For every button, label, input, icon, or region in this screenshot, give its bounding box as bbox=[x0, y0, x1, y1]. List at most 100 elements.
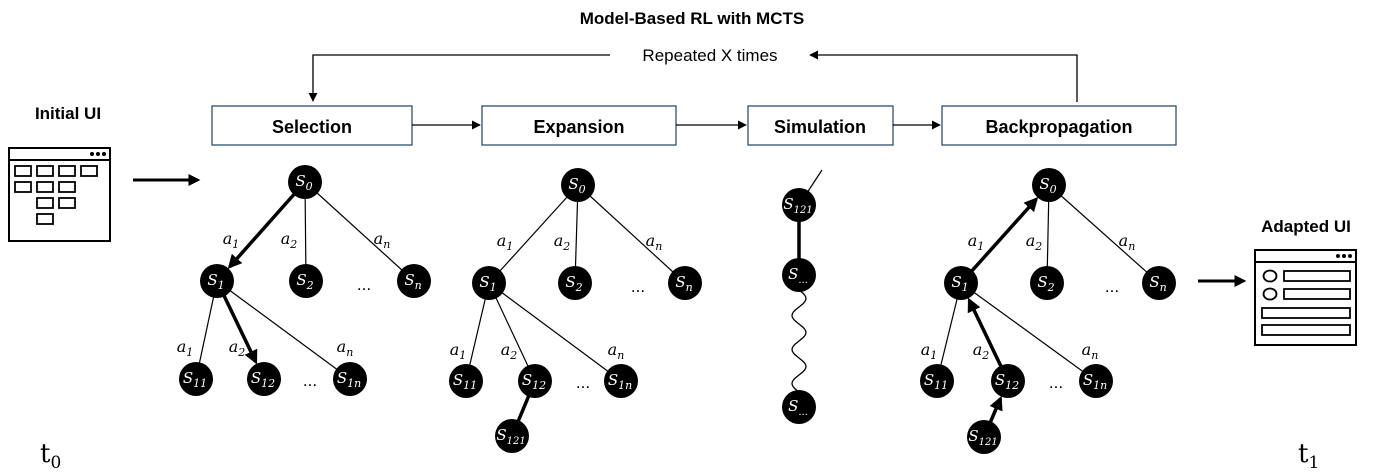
node-s2 bbox=[1030, 266, 1064, 300]
node-sdots bbox=[782, 390, 816, 424]
node-label-s12: S12 bbox=[522, 371, 546, 392]
action-label-an: an bbox=[608, 340, 625, 362]
node-label-s1n: S1n bbox=[608, 371, 632, 392]
initial-ui-label: Initial UI bbox=[35, 104, 101, 123]
node-label-s121: S121 bbox=[496, 426, 525, 447]
ellipsis: ... bbox=[357, 275, 371, 294]
node-s121 bbox=[967, 420, 1001, 454]
node-label-s1: S1 bbox=[207, 271, 224, 292]
node-s0 bbox=[1032, 168, 1066, 202]
rollout-path bbox=[791, 289, 807, 393]
node-label-s0: S0 bbox=[1039, 175, 1056, 196]
tree-edge bbox=[227, 180, 307, 269]
node-s12 bbox=[518, 364, 552, 398]
tree-edge bbox=[1048, 184, 1160, 284]
node-label-s2: S2 bbox=[1037, 273, 1054, 294]
node-label-s0: S0 bbox=[568, 175, 585, 196]
node-label-s11: S11 bbox=[924, 371, 948, 392]
node-s121 bbox=[782, 188, 816, 222]
action-label-a2: a2 bbox=[1026, 231, 1043, 253]
tree-edge bbox=[959, 197, 1039, 285]
node-sn bbox=[397, 264, 431, 298]
node-sn bbox=[1142, 266, 1176, 300]
action-label-a1: a1 bbox=[177, 337, 194, 359]
backpropagation-label: Backpropagation bbox=[985, 117, 1132, 137]
node-label-sn: Sn bbox=[404, 271, 421, 292]
action-label-a1: a1 bbox=[450, 340, 467, 362]
action-label-an: an bbox=[1082, 340, 1099, 362]
node-label-s11: S11 bbox=[453, 371, 477, 392]
node-label-s12: S12 bbox=[251, 369, 275, 390]
node-s2 bbox=[289, 264, 323, 298]
tree-edge bbox=[488, 282, 536, 382]
repeat-loop: Repeated X times bbox=[308, 46, 1078, 102]
node-s1 bbox=[472, 266, 506, 300]
node-label-s11: S11 bbox=[183, 369, 207, 390]
action-label-an: an bbox=[337, 337, 354, 359]
action-label-a2: a2 bbox=[554, 231, 571, 253]
expansion-box bbox=[481, 105, 677, 146]
ellipsis: ... bbox=[576, 373, 590, 392]
selection-box bbox=[211, 105, 413, 146]
node-s1n bbox=[1079, 364, 1113, 398]
node-label-s121: S121 bbox=[783, 195, 812, 216]
node-sdots bbox=[782, 258, 816, 292]
adapted-ui-label: Adapted UI bbox=[1261, 217, 1351, 236]
tree-edge bbox=[488, 184, 579, 284]
action-label-a2: a2 bbox=[973, 340, 990, 362]
phase-boxes: Selection Expansion Simulation Backpropa… bbox=[211, 105, 1177, 146]
action-label-an: an bbox=[374, 229, 391, 251]
node-label-s1n: S1n bbox=[337, 369, 361, 390]
node-label-s0: S0 bbox=[295, 172, 312, 193]
node-label-sn: Sn bbox=[1149, 273, 1166, 294]
tree-edge bbox=[577, 184, 686, 284]
node-label-s2: S2 bbox=[296, 271, 313, 292]
ellipsis: ... bbox=[303, 371, 317, 390]
simulation-label: Simulation bbox=[774, 117, 866, 137]
ellipsis: ... bbox=[1105, 277, 1119, 296]
node-label-s1: S1 bbox=[951, 273, 968, 294]
node-label-sn: Sn bbox=[675, 273, 692, 294]
adapted-ui-icon bbox=[1254, 249, 1357, 346]
t0-label: t0 bbox=[40, 439, 61, 472]
action-label-a2: a2 bbox=[229, 337, 246, 359]
action-label-a2: a2 bbox=[501, 340, 518, 362]
node-s12 bbox=[247, 362, 281, 396]
tree-edge bbox=[960, 282, 1097, 382]
node-label-s1: S1 bbox=[479, 273, 496, 294]
node-label-s12: S12 bbox=[995, 371, 1019, 392]
selection-label: Selection bbox=[272, 117, 352, 137]
tree-labels: a1 a2 an a1 a2 an...... a1 a2 an a1 a2 an...... a1 a2… bbox=[177, 229, 1136, 392]
diagram-title: Model-Based RL with MCTS bbox=[580, 9, 804, 28]
node-s1 bbox=[944, 266, 978, 300]
tree-edge bbox=[304, 181, 415, 282]
node-s1n bbox=[604, 364, 638, 398]
node-s1n bbox=[333, 362, 367, 396]
node-label-s121: S121 bbox=[968, 427, 997, 448]
action-label-a1: a1 bbox=[921, 340, 938, 362]
t1-label: t1 bbox=[1298, 439, 1319, 472]
tree-edge bbox=[216, 280, 351, 380]
node-s2 bbox=[558, 266, 592, 300]
node-s11 bbox=[920, 364, 954, 398]
action-label-a1: a1 bbox=[968, 231, 985, 253]
node-s121 bbox=[495, 419, 529, 453]
node-s12 bbox=[991, 364, 1025, 398]
action-label-a1: a1 bbox=[223, 229, 240, 251]
tree-edges bbox=[195, 169, 1160, 438]
simulation-box bbox=[747, 105, 894, 146]
loop-label: Repeated X times bbox=[642, 46, 777, 65]
action-label-a1: a1 bbox=[497, 231, 514, 253]
node-label-s2: S2 bbox=[565, 273, 582, 294]
node-label-sdots: S... bbox=[788, 265, 808, 286]
node-s0 bbox=[288, 165, 322, 199]
ellipsis: ... bbox=[1049, 373, 1063, 392]
ellipsis: ... bbox=[631, 277, 645, 296]
initial-ui-icon bbox=[8, 147, 111, 242]
backpropagation-box bbox=[941, 105, 1177, 146]
action-label-an: an bbox=[1119, 231, 1136, 253]
tree-edge bbox=[488, 282, 622, 382]
node-s1 bbox=[200, 264, 234, 298]
